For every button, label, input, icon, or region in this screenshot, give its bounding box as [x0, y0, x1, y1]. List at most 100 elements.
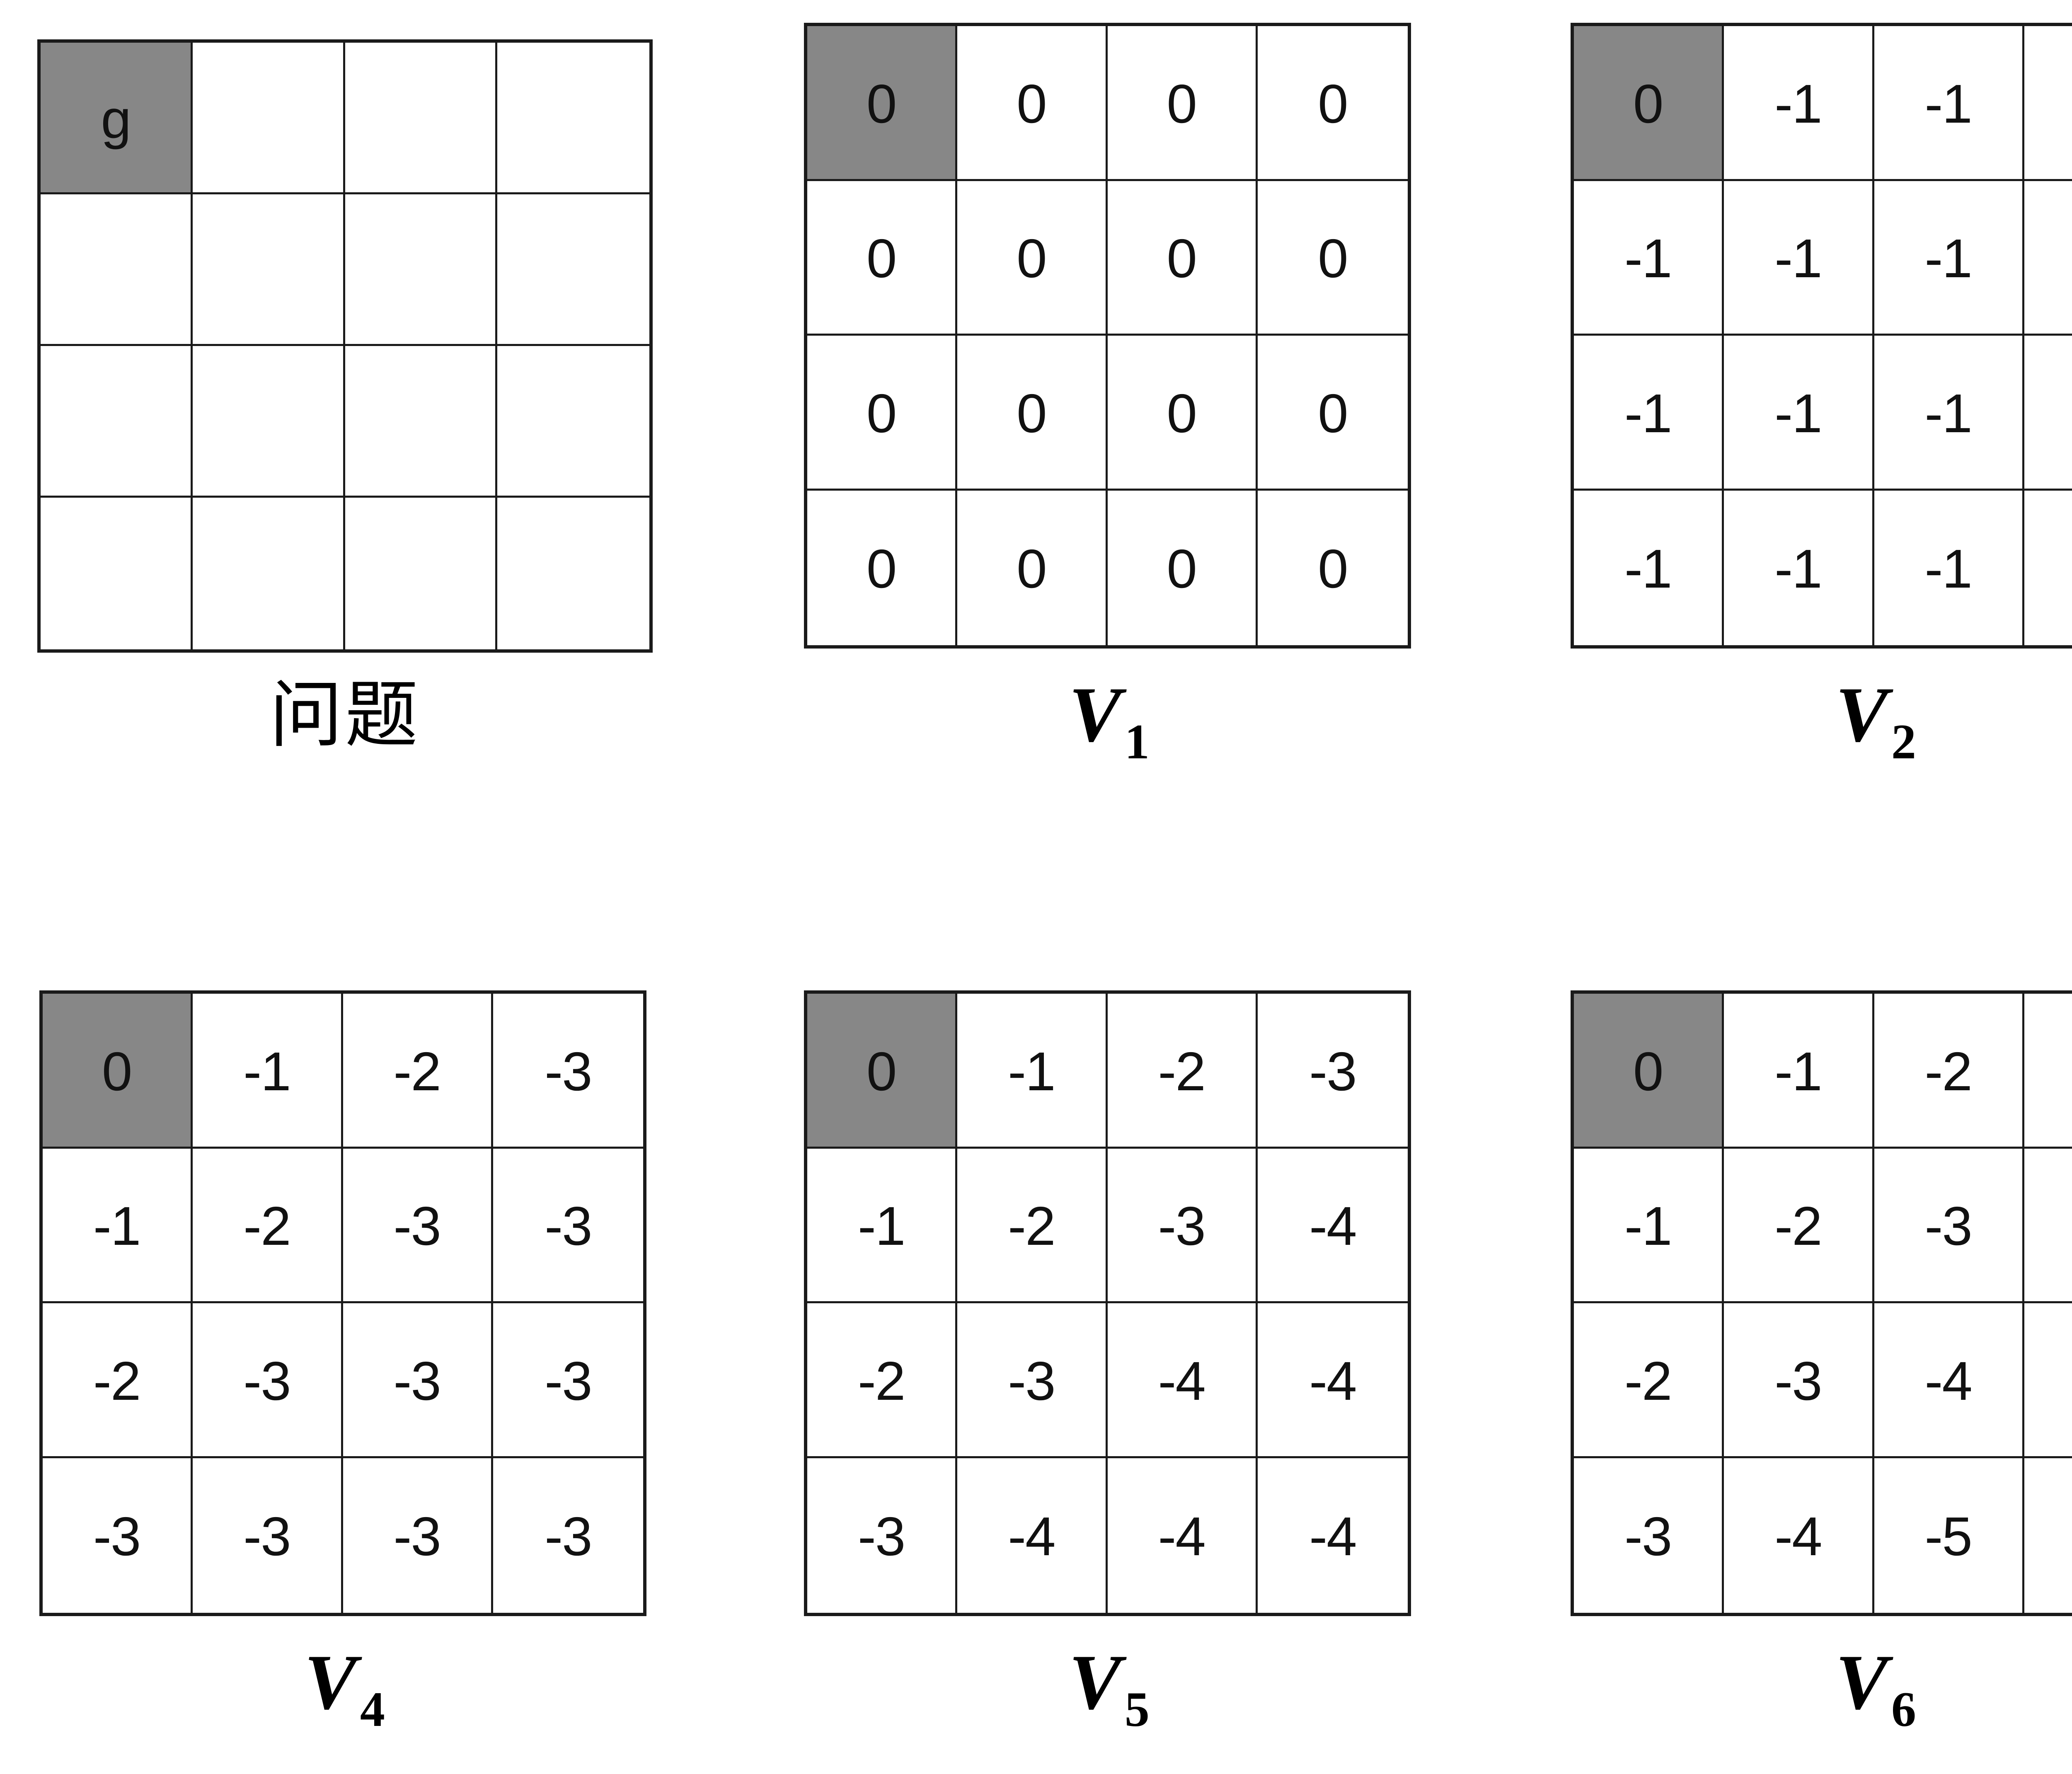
grid-cell: -2: [957, 1148, 1108, 1303]
cell-value: 0: [1167, 538, 1197, 599]
grid-cell: -1: [1724, 26, 1874, 181]
cell-value: -1: [1008, 1041, 1055, 1102]
cell-value: -3: [93, 1505, 141, 1567]
cell-value: 0: [1017, 228, 1047, 289]
grid-cell: 0: [1107, 490, 1258, 645]
grid-cell: -3: [493, 994, 643, 1149]
cell-value: -2: [1924, 1041, 1972, 1102]
grid-cell: [193, 43, 345, 194]
panel-caption: V1: [804, 675, 1411, 767]
grid-cell: -1: [2024, 26, 2072, 181]
grid-cell: -4: [1874, 1303, 2024, 1458]
caption-subscript: 1: [1124, 714, 1150, 769]
grid-cell: -1: [193, 994, 343, 1149]
grid-cell: -1: [1724, 336, 1874, 491]
cell-value: -3: [1624, 1505, 1672, 1567]
cell-value: 0: [102, 1041, 132, 1102]
cell-value: -1: [1624, 228, 1672, 289]
cell-value: -1: [2024, 386, 2072, 441]
cell-value: -4: [1924, 1350, 1972, 1411]
cell-value: -2: [857, 1350, 905, 1411]
caption-label: 问题: [269, 675, 421, 756]
grid-cell: 0: [807, 336, 958, 491]
cell-value: -3: [857, 1505, 905, 1567]
cell-value: -1: [243, 1041, 291, 1102]
terminal-cell: 0: [1574, 994, 1724, 1149]
cell-value: 0: [1633, 73, 1663, 134]
grid-cell: -4: [1257, 1458, 1408, 1613]
grid-cell: -1: [1574, 336, 1724, 491]
panel-caption: V4: [39, 1643, 646, 1734]
cell-value: -3: [545, 1350, 592, 1411]
grid-cell: [41, 346, 193, 498]
grid-cell: [193, 346, 345, 498]
grid-cell: [193, 498, 345, 649]
grid-cell: -3: [957, 1303, 1108, 1458]
grid-cell: -3: [2024, 994, 2072, 1149]
panel-caption: 问题: [37, 680, 653, 753]
cell-value: -1: [2024, 77, 2072, 131]
cell-value: -1: [1774, 1041, 1822, 1102]
cell-value: -4: [1309, 1505, 1357, 1567]
cell-value: -1: [1624, 382, 1672, 444]
cell-value: -4: [1774, 1505, 1822, 1567]
grid-cell: -1: [1874, 336, 2024, 491]
cell-value: -3: [243, 1505, 291, 1567]
cell-value: -1: [1924, 382, 1972, 444]
caption-subscript: 5: [1124, 1682, 1150, 1737]
grid-cell: 0: [1257, 490, 1408, 645]
grid-cell: -1: [2024, 490, 2072, 645]
grid-cell: -4: [1257, 1148, 1408, 1303]
grid-cell: -1: [1724, 490, 1874, 645]
cell-value: 0: [1318, 73, 1348, 134]
cell-value: -1: [1774, 228, 1822, 289]
caption-subscript: 6: [1891, 1682, 1916, 1737]
grid-cell: -2: [1874, 994, 2024, 1149]
grid-cell: [345, 346, 497, 498]
cell-value: -3: [393, 1350, 441, 1411]
cell-value: 0: [1017, 382, 1047, 444]
cell-value: -2: [93, 1350, 141, 1411]
cell-value: -2: [1158, 1041, 1205, 1102]
cell-value: 0: [1017, 73, 1047, 134]
terminal-cell: 0: [807, 26, 958, 181]
cell-value: 0: [866, 73, 897, 134]
cell-value: -2: [393, 1041, 441, 1102]
cell-value: 0: [866, 1041, 897, 1102]
grid-cell: -3: [493, 1148, 643, 1303]
grid-cell: 0: [957, 26, 1108, 181]
terminal-cell: g: [41, 43, 193, 194]
grid-cell: 0: [957, 181, 1108, 336]
grid-cell: -4: [2024, 1148, 2072, 1303]
grid-cell: -3: [1874, 1148, 2024, 1303]
cell-value: -3: [1158, 1196, 1205, 1257]
cell-value: -1: [1924, 538, 1972, 599]
cell-value: -4: [1158, 1350, 1205, 1411]
grid-cell: [345, 43, 497, 194]
cell-value: -1: [1774, 73, 1822, 134]
grid-cell: -1: [807, 1148, 958, 1303]
cell-value: -2: [1624, 1350, 1672, 1411]
grid-cell: [497, 498, 649, 649]
cell-value: -1: [2024, 231, 2072, 286]
cell-value: -1: [1624, 1196, 1672, 1257]
caption-symbol: V: [1835, 671, 1888, 758]
caption-subscript: 4: [360, 1682, 385, 1737]
cell-value: -1: [93, 1196, 141, 1257]
grid-cell: -3: [343, 1148, 493, 1303]
cell-value: -5: [1924, 1505, 1972, 1567]
grid-cell: -2: [343, 994, 493, 1149]
panel-caption: V2: [1571, 675, 2072, 767]
grid-cell: -1: [1874, 26, 2024, 181]
cell-value: -4: [1309, 1350, 1357, 1411]
cell-value: 0: [866, 228, 897, 289]
caption-symbol: V: [1069, 1639, 1121, 1726]
grid-cell: 0: [957, 336, 1108, 491]
cell-value: 0: [1167, 382, 1197, 444]
grid-cell: [497, 194, 649, 346]
cell-value: -3: [2024, 1044, 2072, 1099]
terminal-cell: 0: [1574, 26, 1724, 181]
cell-value: -1: [1924, 228, 1972, 289]
